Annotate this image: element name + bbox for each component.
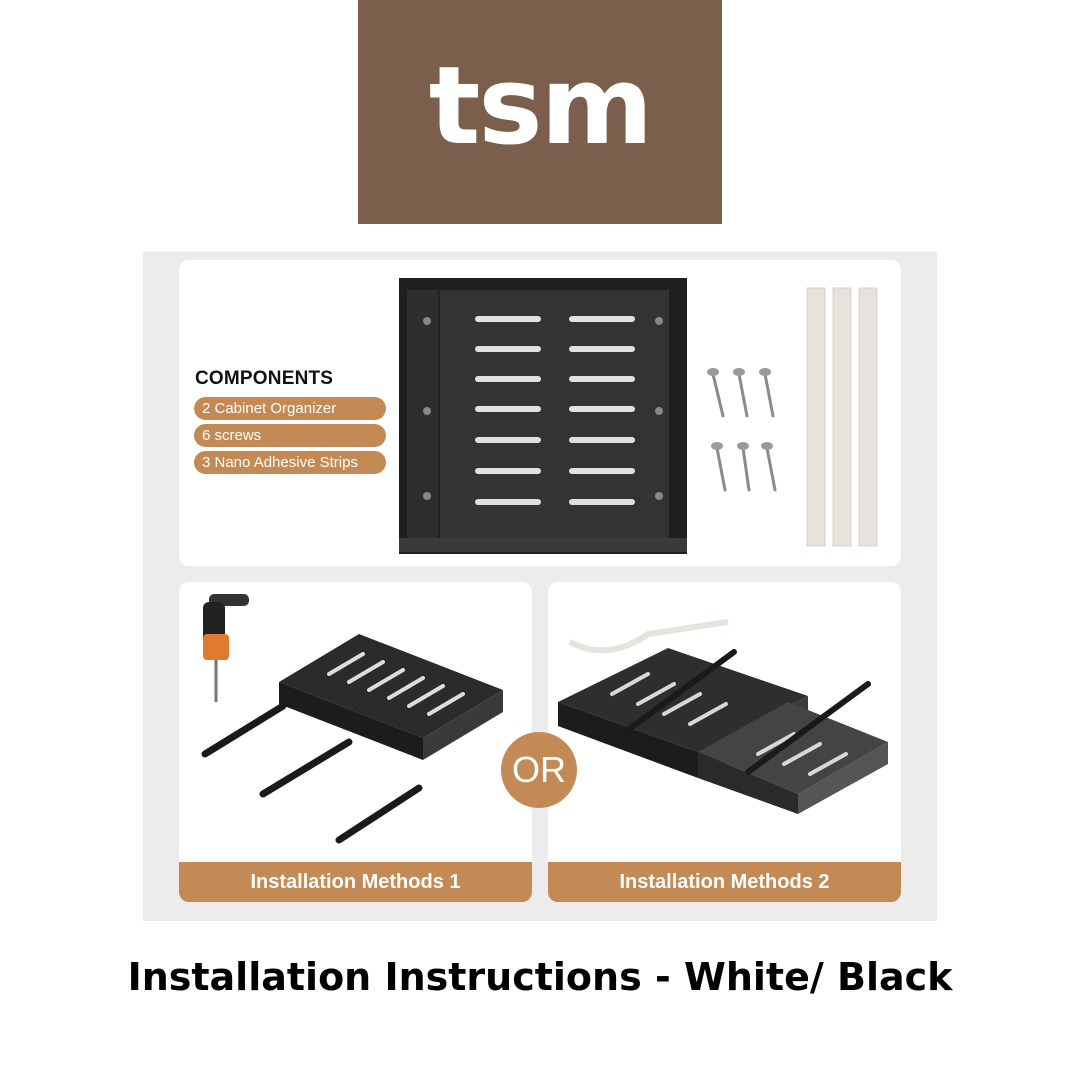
brand-logo: tsm [358, 0, 722, 224]
component-item: 3 Nano Adhesive Strips [194, 451, 386, 474]
cabinet-organizer-image [399, 278, 687, 554]
product-info-panel: COMPONENTS 2 Cabinet Organizer 6 screws … [143, 251, 937, 921]
method-1-illustration [201, 594, 503, 844]
components-card: COMPONENTS 2 Cabinet Organizer 6 screws … [179, 260, 901, 566]
adhesive-strips-image [806, 287, 878, 547]
components-title: COMPONENTS [195, 368, 334, 389]
component-item: 2 Cabinet Organizer [194, 397, 386, 420]
page-caption: Installation Instructions - White/ Black [127, 955, 953, 999]
method-2-illustration [558, 619, 888, 814]
brand-logo-text: tsm [428, 44, 653, 169]
installation-method-2-card: Installation Methods 2 [548, 582, 901, 902]
or-badge: OR [501, 732, 577, 808]
method-1-label: Installation Methods 1 [179, 862, 532, 902]
installation-method-1-card: Installation Methods 1 [179, 582, 532, 902]
method-2-label: Installation Methods 2 [548, 862, 901, 902]
component-item: 6 screws [194, 424, 386, 447]
screws-image [707, 368, 777, 492]
